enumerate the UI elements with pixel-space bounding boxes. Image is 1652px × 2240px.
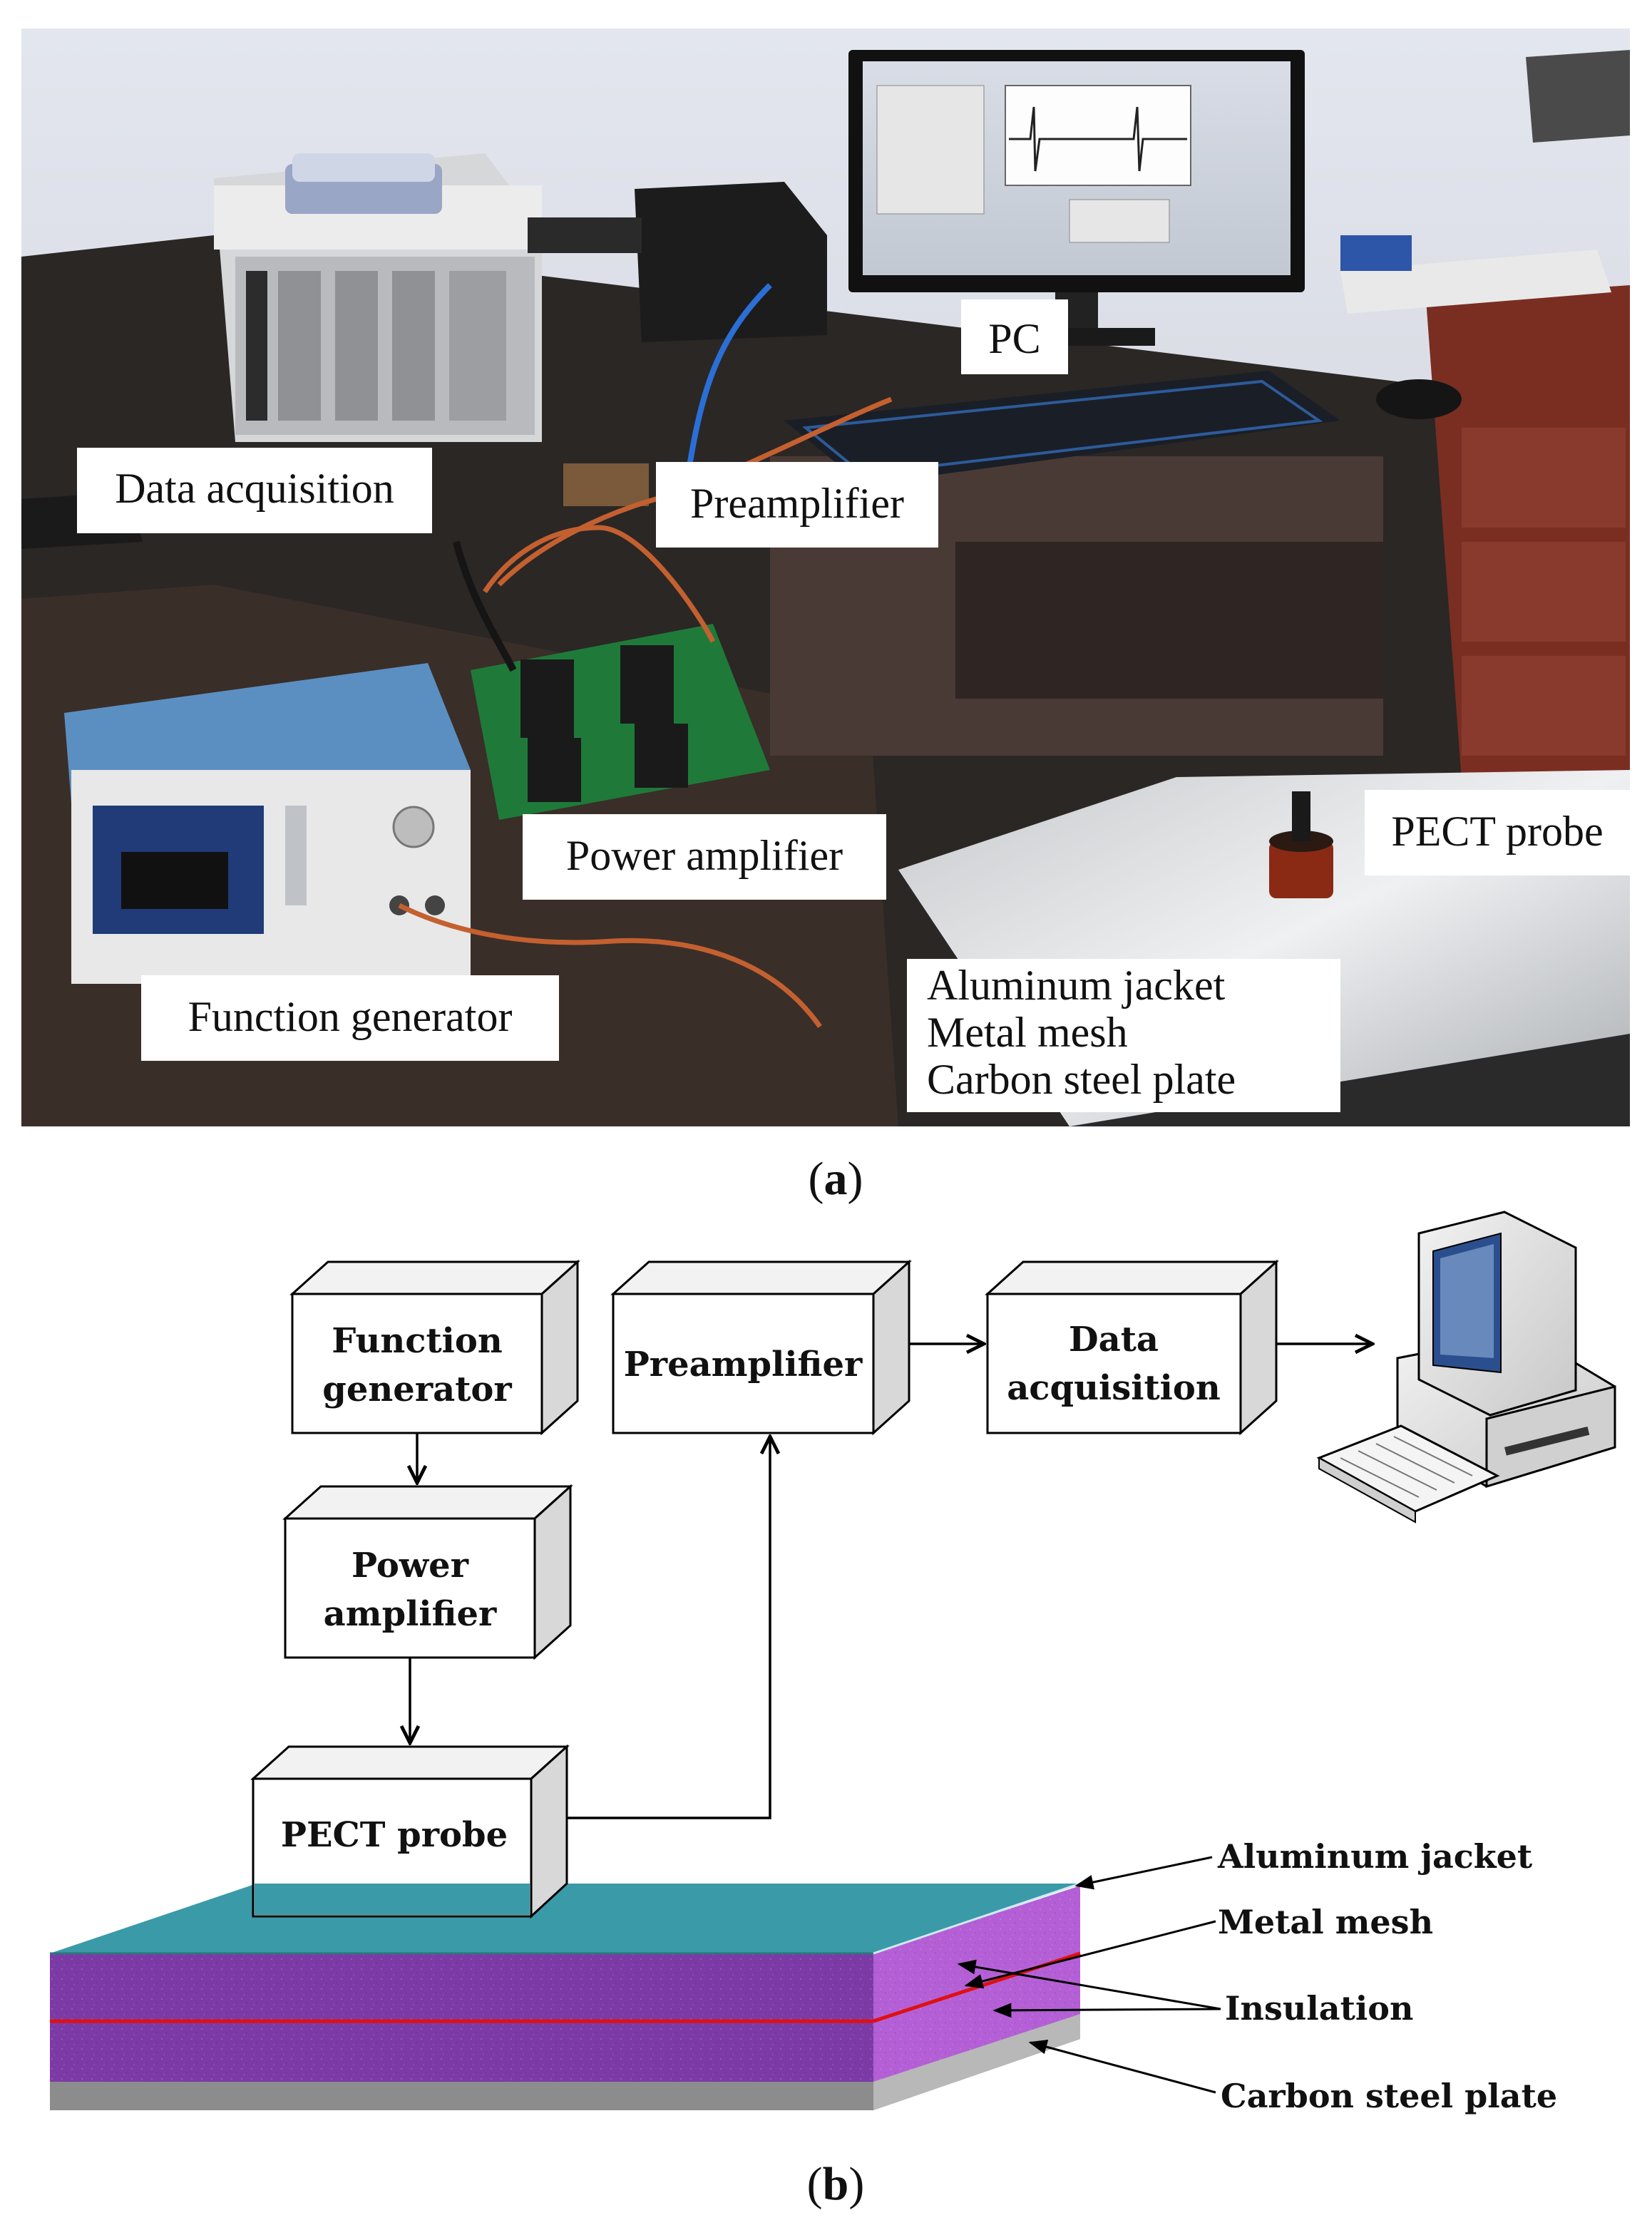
cabinet-drawer-2 xyxy=(1462,542,1626,642)
layer-carbon-steel xyxy=(50,2014,1080,2110)
cable-orange-3 xyxy=(398,903,822,1029)
block-data-acquisition: Data acquisition xyxy=(985,1259,1279,1436)
block-function-generator-line2: generator xyxy=(322,1370,512,1409)
cabinet-drawer-1 xyxy=(1462,428,1626,528)
desk-drawer-dark xyxy=(955,542,1383,699)
pect-probe-device xyxy=(1269,791,1333,898)
label-pect-probe: PECT probe xyxy=(1391,808,1603,855)
panel-b-diagram: Function generator Preamplifier Data acq… xyxy=(50,1211,1616,2115)
layered-plate xyxy=(50,1882,1081,2110)
pc-monitor xyxy=(848,50,1305,346)
label-box-materials xyxy=(907,959,1340,1112)
label-data-acquisition: Data acquisition xyxy=(115,465,394,512)
block-preamplifier: Preamplifier xyxy=(610,1259,912,1436)
label-function-generator: Function generator xyxy=(188,993,513,1040)
callout-arrow-insulation-1 xyxy=(957,1959,1221,2010)
caption-b: (b) xyxy=(807,2158,865,2210)
callout-arrow-aluminum-jacket xyxy=(1074,1856,1213,1890)
label-material-carbon-steel-plate: Carbon steel plate xyxy=(927,1056,1236,1103)
keyboard xyxy=(784,371,1340,485)
label-box-pc xyxy=(961,299,1068,374)
block-pect-probe: PECT probe xyxy=(250,1744,570,1919)
layer-carbon-steel-side xyxy=(873,2014,1080,2110)
block-power-amplifier: Power amplifier xyxy=(282,1484,573,1660)
label-pc: PC xyxy=(988,315,1040,362)
cable-blue xyxy=(682,283,772,500)
label-carbon-steel-plate: Carbon steel plate xyxy=(1221,2077,1557,2115)
block-data-acquisition-line1: Data xyxy=(1069,1320,1159,1360)
block-pect-probe-label: PECT probe xyxy=(281,1815,508,1855)
label-box-function-generator xyxy=(141,975,559,1061)
label-aluminum-jacket: Aluminum jacket xyxy=(1217,1837,1533,1876)
small-black-box xyxy=(528,217,642,253)
caption-a-letter: a xyxy=(824,1153,848,1205)
block-function-generator-line1: Function xyxy=(332,1321,503,1361)
label-power-amplifier: Power amplifier xyxy=(566,832,843,879)
label-box-power-amplifier xyxy=(523,814,886,900)
label-box-pect-probe xyxy=(1365,790,1630,875)
ni-chassis xyxy=(214,153,542,442)
caption-b-letter: b xyxy=(823,2158,849,2210)
block-data-acquisition-line2: acquisition xyxy=(1007,1368,1221,1408)
caption-a: (a) xyxy=(809,1153,863,1205)
label-insulation: Insulation xyxy=(1225,1989,1413,2028)
computer-icon xyxy=(1316,1211,1616,1524)
block-function-generator: Function generator xyxy=(289,1259,580,1436)
function-generator-device xyxy=(64,663,471,984)
block-preamplifier-label: Preamplifier xyxy=(624,1345,863,1384)
callout-arrow-insulation-2 xyxy=(992,2003,1221,2018)
tool-case xyxy=(1526,50,1630,143)
label-material-aluminum-jacket: Aluminum jacket xyxy=(927,962,1226,1009)
label-preamplifier: Preamplifier xyxy=(690,480,904,527)
arrow-probe-to-preamp xyxy=(567,1437,770,1819)
label-metal-mesh: Metal mesh xyxy=(1218,1903,1433,1941)
cable-orange-2 xyxy=(483,525,716,643)
black-power-box xyxy=(635,182,827,342)
block-power-amplifier-line2: amplifier xyxy=(324,1594,497,1634)
callout-arrow-metal-mesh xyxy=(964,1920,1216,1989)
callout-arrow-carbon-steel xyxy=(1028,2040,1216,2094)
label-box-data-acquisition xyxy=(77,448,432,533)
label-box-preamplifier xyxy=(656,462,938,548)
cable-black-1 xyxy=(453,540,517,672)
preamp-board xyxy=(563,463,649,506)
label-material-metal-mesh: Metal mesh xyxy=(927,1009,1128,1056)
power-amplifier-board xyxy=(471,624,770,820)
cabinet-drawer-3 xyxy=(1462,656,1626,756)
panel-a-photo: PC Data acquisition Preamplifier Power a… xyxy=(21,29,1630,1126)
mouse xyxy=(1376,379,1462,419)
block-power-amplifier-line1: Power xyxy=(352,1546,469,1586)
blue-device xyxy=(1340,235,1412,271)
